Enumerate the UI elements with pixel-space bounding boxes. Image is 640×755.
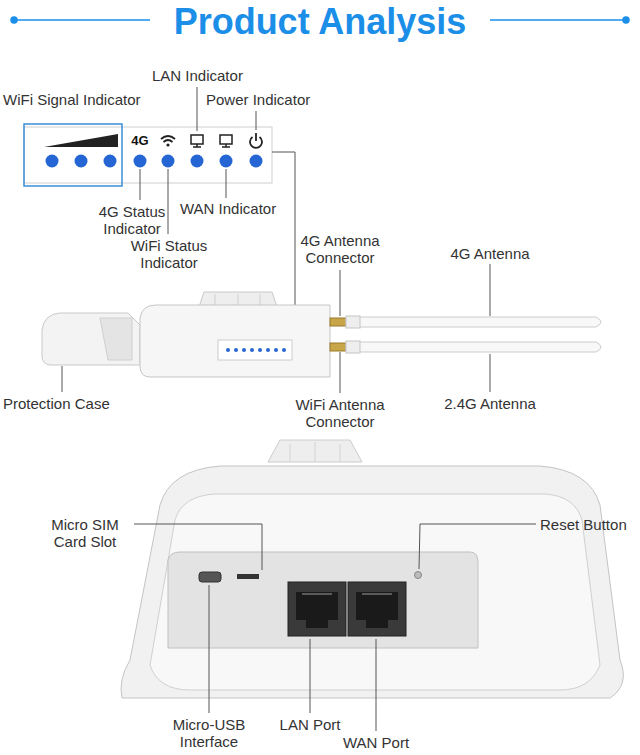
part-label: LAN Port xyxy=(270,716,350,733)
part-label: Protection Case xyxy=(3,395,110,412)
part-label: Reset Button xyxy=(540,516,627,533)
part-label: Micro SIM Card Slot xyxy=(38,516,132,550)
part-label: WAN Port xyxy=(336,734,416,751)
router-bottom-view xyxy=(121,440,623,698)
part-label: WiFi Antenna Connector xyxy=(280,396,400,430)
leader-line xyxy=(134,524,536,731)
part-label: Power Indicator xyxy=(206,91,310,108)
part-label: LAN Indicator xyxy=(152,67,243,84)
part-label: 4G Antenna Connector xyxy=(284,232,396,266)
part-label: 4G Status Indicator xyxy=(89,203,175,237)
diagram-title: Product Analysis xyxy=(0,2,640,42)
indicator-panel xyxy=(24,124,272,186)
part-label: 4G xyxy=(127,133,153,148)
part-label: Micro-USB Interface xyxy=(155,716,263,750)
part-label: WAN Indicator xyxy=(180,200,276,217)
part-label: WiFi Status Indicator xyxy=(124,237,214,271)
router-side-view xyxy=(42,292,601,377)
part-label: 4G Antenna xyxy=(440,245,540,262)
part-label: 2.4G Antenna xyxy=(440,395,540,412)
part-label: WiFi Signal Indicator xyxy=(3,91,141,108)
